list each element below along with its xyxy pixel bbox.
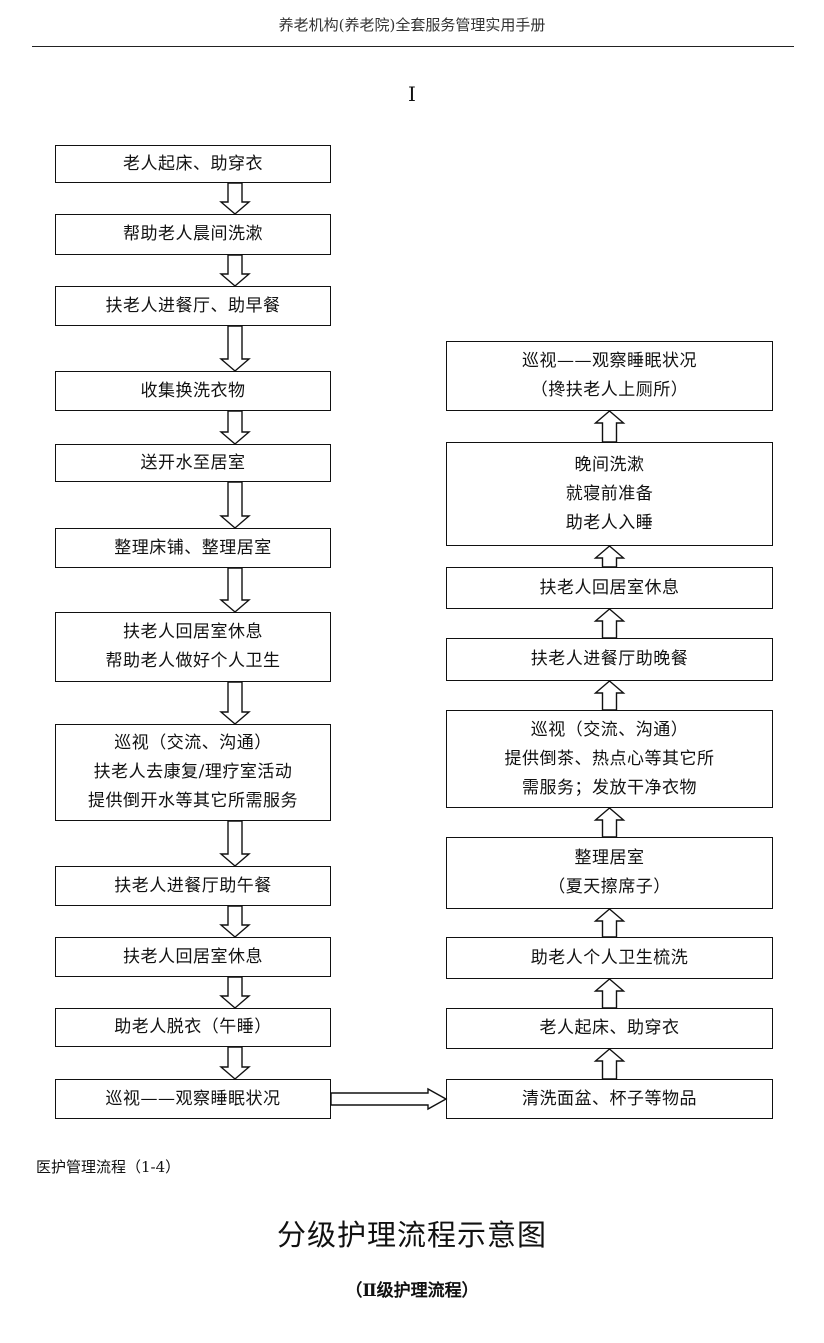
step-text-line: 扶老人回居室休息 (539, 577, 680, 598)
left-step-7: 扶老人回居室休息帮助老人做好个人卫生 (55, 612, 331, 682)
up-arrow-icon (593, 608, 626, 639)
step-text-line: 扶老人进餐厅、助早餐 (105, 295, 281, 316)
figure-footnote: 医护管理流程（1-4） (36, 1158, 181, 1176)
header-rule (32, 46, 794, 47)
up-arrow-icon (593, 978, 626, 1009)
left-step-3: 扶老人进餐厅、助早餐 (55, 286, 331, 326)
up-arrow-icon (593, 545, 626, 568)
right-step-4: 扶老人进餐厅助晚餐 (446, 638, 773, 681)
step-text-line: 晚间洗漱 (574, 454, 645, 475)
right-step-6: 整理居室 （夏天擦席子） (446, 837, 773, 909)
left-step-8: 巡视（交流、沟通） 扶老人去康复/理疗室活动提供倒开水等其它所需服务 (55, 724, 331, 821)
step-text-line: 整理居室 (574, 848, 645, 868)
step-text-line: 帮助老人晨间洗漱 (123, 224, 263, 244)
step-text-line: 收集换洗衣物 (140, 380, 246, 401)
step-text-line: （搀扶老人上厕所） (530, 380, 689, 400)
up-arrow-icon (593, 410, 626, 443)
step-text-line: 需服务；发放干净衣物 (522, 777, 697, 798)
step-text-line: 巡视——观察睡眠状况 (522, 351, 697, 371)
down-arrow-icon (219, 567, 251, 613)
step-text-line: 帮助老人做好个人卫生 (105, 651, 281, 671)
up-arrow-icon (593, 807, 626, 838)
down-arrow-icon (219, 976, 251, 1009)
step-text-line: 提供倒开水等其它所需服务 (88, 791, 298, 811)
step-text-line: 巡视（交流、沟通） (530, 719, 689, 740)
down-arrow-icon (219, 254, 251, 287)
left-step-1: 老人起床、助穿衣 (55, 145, 331, 183)
step-text-line: 送开水至居室 (140, 452, 246, 473)
down-arrow-icon (219, 905, 251, 938)
step-text-line: 整理床铺、整理居室 (114, 537, 272, 558)
right-step-9: 清洗面盆、杯子等物品 (446, 1079, 773, 1119)
left-step-10: 扶老人回居室休息 (55, 937, 331, 977)
left-step-9: 扶老人进餐厅助午餐 (55, 866, 331, 906)
section-numeral: I (408, 82, 416, 106)
step-text-line: 老人起床、助穿衣 (539, 1018, 680, 1038)
document-header: 养老机构(养老院)全套服务管理实用手册 (278, 16, 546, 34)
page-title: 分级护理流程示意图 (276, 1218, 547, 1252)
left-step-11: 助老人脱衣（午睡） (55, 1008, 331, 1047)
step-text-line: 提供倒茶、热点心等其它所 (504, 748, 715, 769)
down-arrow-icon (219, 410, 251, 445)
step-text-line: （夏天擦席子） (548, 877, 671, 897)
step-text-line: 扶老人进餐厅助午餐 (114, 875, 272, 896)
up-arrow-icon (593, 908, 626, 938)
step-text-line: 就寝前准备 (565, 483, 654, 504)
step-text-line: 清洗面盆、杯子等物品 (522, 1088, 697, 1109)
right-step-5: 巡视（交流、沟通） 提供倒茶、热点心等其它所需服务；发放干净衣物 (446, 710, 773, 808)
step-text-line: 助老人个人卫生梳洗 (530, 947, 689, 968)
page-subtitle: （Ⅱ级护理流程） (345, 1281, 479, 1301)
step-text-line: 助老人脱衣（午睡） (114, 1017, 272, 1037)
up-arrow-icon (593, 680, 626, 711)
down-arrow-icon (219, 182, 251, 215)
up-arrow-icon (593, 1048, 626, 1080)
right-step-1: 巡视——观察睡眠状况 （搀扶老人上厕所） (446, 341, 773, 411)
step-text-line: 扶老人进餐厅助晚餐 (530, 649, 689, 669)
left-step-12: 巡视——观察睡眠状况 (55, 1079, 331, 1119)
down-arrow-icon (219, 820, 251, 867)
step-text-line: 老人起床、助穿衣 (123, 153, 263, 174)
right-arrow-icon (330, 1087, 448, 1111)
down-arrow-icon (219, 681, 251, 725)
step-text-line: 扶老人回居室休息 (123, 946, 263, 967)
right-step-3: 扶老人回居室休息 (446, 567, 773, 609)
step-text-line: 巡视——观察睡眠状况 (105, 1088, 281, 1109)
step-text-line: 扶老人回居室休息 (123, 622, 263, 642)
left-step-4: 收集换洗衣物 (55, 371, 331, 411)
down-arrow-icon (219, 325, 251, 372)
left-step-5: 送开水至居室 (55, 444, 331, 482)
step-text-line: 巡视（交流、沟通） (114, 733, 272, 753)
left-step-6: 整理床铺、整理居室 (55, 528, 331, 568)
right-step-2: 晚间洗漱就寝前准备助老人入睡 (446, 442, 773, 546)
step-text-line: 助老人入睡 (565, 512, 654, 533)
step-text-line: 扶老人去康复/理疗室活动 (93, 762, 293, 782)
left-step-2: 帮助老人晨间洗漱 (55, 214, 331, 255)
down-arrow-icon (219, 481, 251, 529)
down-arrow-icon (219, 1046, 251, 1080)
